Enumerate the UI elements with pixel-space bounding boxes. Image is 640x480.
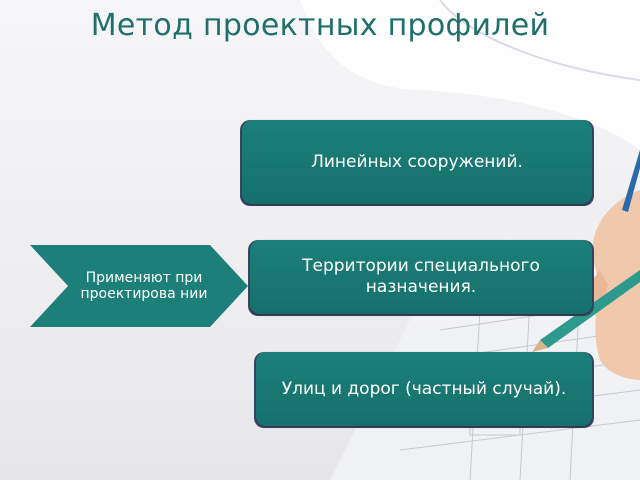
target-box-linear-structures: Линейных сооружений.	[242, 120, 592, 204]
target-box-streets-roads: Улиц и дорог (частный случай).	[256, 352, 592, 426]
target-label-2: Территории специального назначения.	[302, 256, 540, 297]
target-label-3: Улиц и дорог (частный случай).	[281, 378, 567, 399]
source-label: Применяют при проектирова нии	[80, 270, 208, 302]
chevron-arrow-shape	[30, 245, 248, 327]
source-chevron: Применяют при проектирова нии	[30, 245, 248, 327]
target-label-1: Линейных сооружений.	[311, 151, 523, 172]
page-title: Метод проектных профилей	[90, 8, 550, 43]
target-box-special-territories: Территории специального назначения.	[250, 240, 592, 314]
